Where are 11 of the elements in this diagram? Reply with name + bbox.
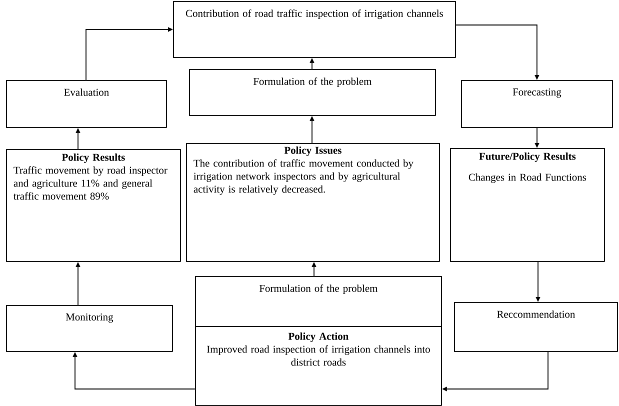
process-box: Formulation of the problem: [195, 276, 442, 327]
process-box: Reccommendation: [454, 302, 618, 352]
process-box: Contribution of road traffic inspection of irrigation channels: [173, 1, 456, 58]
process-box: Monitoring: [6, 305, 173, 352]
text-box: Policy Issues The contribution of traffic movement conducted by irrigation network inspectors and by agricultural activity is relatively decreased.: [186, 143, 440, 262]
process-box: Evaluation: [6, 80, 167, 128]
process-box: Future/Policy Results Changes in Road Functions: [450, 148, 605, 262]
text-box: Policy Results Traffic movement by road inspector and agriculture 11% and general traffic movement 89%: [6, 149, 181, 262]
process-box: Policy Action Improved road inspection of irrigation channels into district roads: [195, 326, 442, 406]
process-box: Forecasting: [461, 80, 613, 128]
process-box: Formulation of the problem: [189, 69, 436, 116]
